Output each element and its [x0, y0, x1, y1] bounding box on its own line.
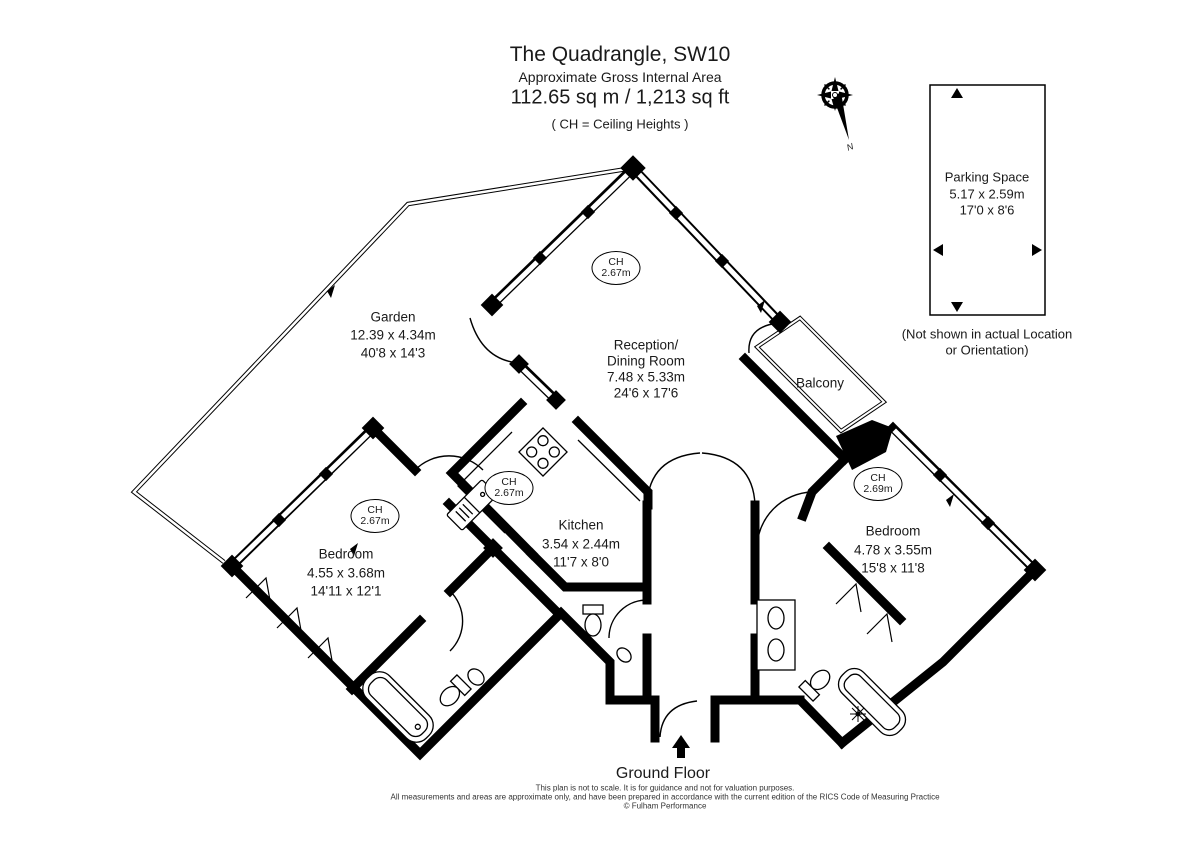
window-walls [225, 161, 1042, 577]
disclaimer-line-2: All measurements and areas are approxima… [390, 792, 940, 802]
balcony-name: Balcony [795, 375, 845, 391]
bedroom-right-name: Bedroom [865, 523, 921, 539]
ch-badge-bedroom-left: CH 2.67m [350, 499, 400, 533]
sink-icon [467, 668, 485, 686]
shower-bath-icon [837, 667, 907, 737]
ch-value: 2.67m [360, 515, 390, 527]
kitchen-dim-m: 3.54 x 2.44m [541, 536, 621, 552]
garden-fence [130, 165, 634, 564]
parking-dim-m: 5.17 x 2.59m [949, 186, 1025, 202]
sink-icon [616, 647, 632, 663]
arrow-down-icon [951, 302, 963, 312]
entrance-arrow-icon [672, 735, 690, 758]
copyright: © Fulham Performance [623, 801, 707, 811]
ch-value: 2.69m [863, 483, 893, 495]
toilet-icon [797, 669, 831, 703]
right-bathroom-fixtures [756, 599, 907, 737]
reception-name-2: Dining Room [606, 353, 686, 369]
disclaimer-line-1: This plan is not to scale. It is for gui… [535, 783, 795, 793]
kitchen-fixtures [446, 427, 641, 534]
arrow-right-icon [1032, 244, 1042, 256]
parking-dim-ft: 17'0 x 8'6 [959, 202, 1015, 218]
kitchen-dim-ft: 11'7 x 8'0 [553, 554, 609, 570]
bedroom-left-name: Bedroom [318, 546, 374, 562]
ch-badge-bedroom-right: CH 2.69m [853, 467, 903, 501]
wall-ticks [350, 300, 954, 556]
parking-box [929, 84, 1046, 316]
ch-value: 2.67m [494, 487, 524, 499]
arrow-up-icon [951, 88, 963, 98]
balcony-outline [753, 315, 888, 434]
ch-note: ( CH = Ceiling Heights ) [551, 116, 689, 132]
garden-dim-ft: 40'8 x 14'3 [360, 345, 426, 361]
parking-note-1: (Not shown in actual Location [901, 326, 1073, 342]
bath-icon [362, 671, 434, 743]
door-arcs [414, 317, 813, 738]
hob-icon [518, 427, 568, 477]
bedroom-left-dim-m: 4.55 x 3.68m [306, 565, 386, 581]
compass-icon [817, 77, 853, 140]
toilet-icon [582, 604, 604, 637]
bedroom-right-dim-m: 4.78 x 3.55m [853, 542, 933, 558]
bedroom-right-dim-ft: 15'8 x 11'8 [861, 560, 925, 576]
reception-name-1: Reception/ [613, 337, 679, 353]
ch-badge-kitchen: CH 2.67m [484, 471, 534, 505]
parking-note-2: or Orientation) [945, 342, 1029, 358]
floor-label: Ground Floor [615, 765, 711, 782]
ch-label: CH [608, 256, 624, 268]
kitchen-name: Kitchen [558, 517, 604, 533]
bedroom-left-dim-ft: 14'11 x 12'1 [310, 583, 382, 599]
wc-fixtures [582, 604, 632, 663]
ch-label: CH [367, 504, 383, 516]
parking-title: Parking Space [944, 169, 1030, 185]
garden-dim-m: 12.39 x 4.34m [350, 327, 436, 343]
shower-head-icon [850, 706, 866, 722]
page-subtitle: Approximate Gross Internal Area [518, 69, 722, 85]
toilet-icon [439, 673, 473, 707]
ch-badge-reception: CH 2.67m [591, 251, 641, 285]
reception-dim-ft: 24'6 x 17'6 [613, 385, 679, 401]
ch-value: 2.67m [601, 267, 631, 279]
garden-name: Garden [370, 309, 416, 325]
reception-dim-m: 7.48 x 5.33m [606, 369, 686, 385]
page-title: The Quadrangle, SW10 [509, 43, 731, 66]
ch-label: CH [501, 476, 517, 488]
arrow-left-icon [933, 244, 943, 256]
wardrobes [245, 576, 893, 667]
total-area: 112.65 sq m / 1,213 sq ft [510, 86, 730, 109]
left-bathroom-fixtures [362, 668, 485, 743]
ch-label: CH [870, 472, 886, 484]
